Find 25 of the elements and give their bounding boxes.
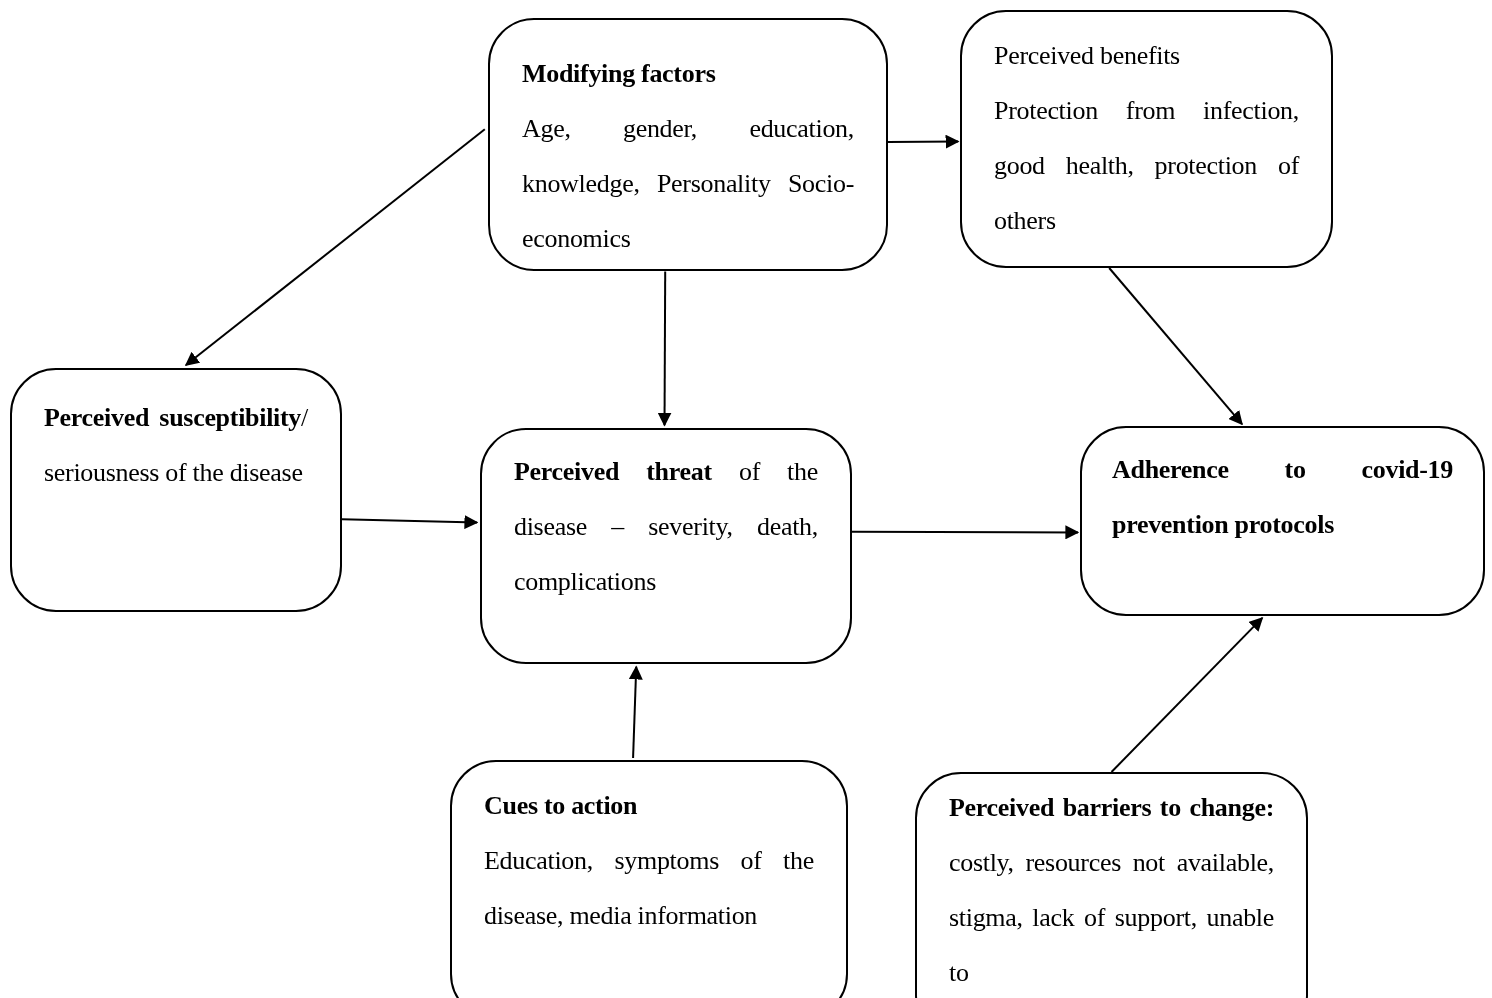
arrow bbox=[887, 134, 960, 149]
box-heading: Cues to action bbox=[484, 790, 639, 822]
arrow bbox=[657, 270, 672, 427]
box-heading: Modifying factors bbox=[522, 58, 717, 90]
box-text: Perceived barriers to change: costly, resources not available, stigma, lack of support, unable to bbox=[949, 792, 1274, 989]
arrow bbox=[1108, 267, 1243, 426]
concept-box bbox=[450, 760, 848, 998]
box-text: Perceived threat of the disease – severity, death, complications bbox=[514, 456, 818, 598]
arrow bbox=[628, 665, 643, 759]
concept-box bbox=[960, 10, 1333, 268]
arrow bbox=[341, 515, 479, 530]
arrow bbox=[851, 525, 1080, 540]
box-text: Adherence to covid-19 prevention protocols bbox=[1112, 454, 1453, 541]
box-text: Protection from infection, good health, protection of others bbox=[994, 95, 1299, 237]
concept-box bbox=[488, 18, 888, 271]
concept-box bbox=[10, 368, 342, 612]
box-text: Education, symptoms of the disease, media information bbox=[484, 845, 814, 932]
box-text: Perceived susceptibility/ seriousness of the disease bbox=[44, 402, 308, 489]
box-heading: Perceived benefits bbox=[994, 40, 1181, 72]
arrow bbox=[184, 128, 486, 367]
concept-box bbox=[915, 772, 1308, 998]
concept-box bbox=[1080, 426, 1485, 616]
concept-box bbox=[480, 428, 852, 664]
box-text: Age, gender, education, knowledge, Personality Socio-economics bbox=[522, 113, 854, 255]
arrow bbox=[1110, 616, 1264, 773]
